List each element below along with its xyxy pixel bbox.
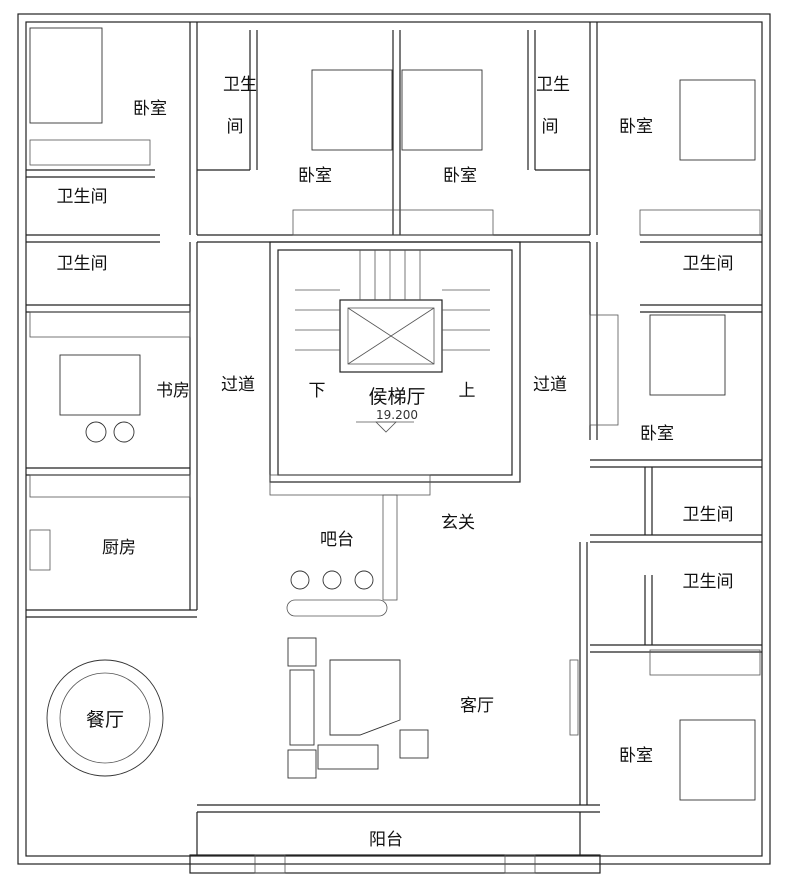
- room-label-kitchen: 厨房: [102, 538, 136, 559]
- room-label-bathroom: 间: [541, 117, 559, 138]
- room-label-dining: 餐厅: [85, 709, 125, 732]
- room-label-bathroom: 卫生间: [56, 254, 108, 275]
- room-label-bathroom: 卫生: [223, 75, 257, 96]
- room-label-bedroom: 卧室: [133, 99, 167, 120]
- room-label-balcony: 阳台: [369, 830, 403, 851]
- room-label-entrance: 玄关: [441, 513, 475, 534]
- room-label-corridor: 过道: [533, 375, 567, 396]
- furniture: [29, 27, 761, 874]
- room-label-bar: 吧台: [320, 530, 354, 551]
- room-label-study: 书房: [156, 381, 190, 402]
- room-label-elevator-lobby: 侯梯厅: [368, 386, 426, 409]
- room-label-bedroom: 卧室: [640, 424, 674, 445]
- room-label-bathroom: 间: [226, 117, 244, 138]
- room-label-bathroom: 卫生: [536, 75, 570, 96]
- stair-down-label: 下: [308, 381, 326, 402]
- room-label-bedroom: 卧室: [619, 746, 653, 767]
- room-label-corridor: 过道: [221, 375, 255, 396]
- room-label-bathroom: 卫生间: [56, 187, 108, 208]
- outer-walls: [17, 13, 771, 874]
- elevation-mark: 19.200: [376, 408, 418, 423]
- room-label-bathroom: 卫生间: [682, 254, 734, 275]
- stair-up-label: 上: [458, 381, 476, 402]
- room-label-bedroom: 卧室: [298, 166, 332, 187]
- stair-core: [269, 241, 521, 601]
- room-label-bedroom: 卧室: [619, 117, 653, 138]
- room-label-living: 客厅: [460, 696, 494, 717]
- room-label-bathroom: 卫生间: [682, 572, 734, 593]
- room-label-bedroom: 卧室: [443, 166, 477, 187]
- room-label-bathroom: 卫生间: [682, 505, 734, 526]
